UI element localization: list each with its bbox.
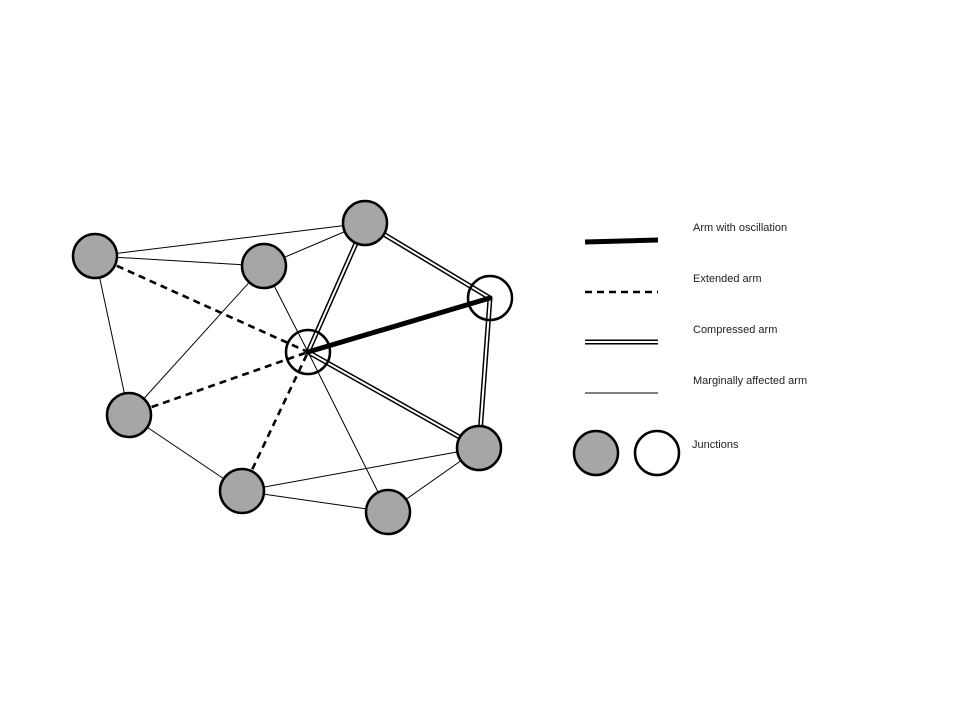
extended-arm xyxy=(94,254,309,354)
legend: Arm with oscillation Extended arm Compre… xyxy=(572,222,807,477)
junction-gray xyxy=(105,391,153,439)
junction-gray xyxy=(341,199,389,247)
junction-gray xyxy=(71,232,119,280)
junction-white xyxy=(466,274,514,322)
extended-arms xyxy=(94,254,310,492)
legend-oscillation-swatch xyxy=(584,237,659,245)
compressed-arm-gap xyxy=(307,351,480,449)
marginal-arm xyxy=(128,265,265,416)
junction-white xyxy=(284,328,332,376)
legend-marginal-label: Marginally affected arm xyxy=(693,375,807,387)
legend-junctions-label: Junctions xyxy=(692,439,739,451)
marginal-arm xyxy=(94,255,130,416)
compressed-arm-gap xyxy=(307,222,366,353)
marginal-arm xyxy=(241,447,480,492)
marginal-arm xyxy=(307,351,389,513)
compressed-arm-gap xyxy=(364,222,491,299)
extended-arm xyxy=(240,351,310,492)
oscillation-arm xyxy=(305,295,493,355)
junction-gray xyxy=(364,488,412,536)
compressed-arm-gap xyxy=(478,297,491,449)
legend-extended-label: Extended arm xyxy=(693,273,761,285)
marginal-arm xyxy=(94,255,265,267)
compressed-arms-outer xyxy=(305,220,493,451)
legend-oscillation-label: Arm with oscillation xyxy=(693,222,787,234)
junctions xyxy=(71,199,514,536)
junction-gray xyxy=(218,467,266,515)
junction-gray xyxy=(240,242,288,290)
extended-arm xyxy=(128,350,309,417)
marginal-arm xyxy=(241,490,389,513)
legend-junction-white xyxy=(633,429,681,477)
compressed-arms-inner xyxy=(307,222,491,449)
marginal-arm xyxy=(94,222,366,257)
legend-junction-gray xyxy=(572,429,620,477)
junction-gray xyxy=(455,424,503,472)
legend-compressed-label: Compressed arm xyxy=(693,324,777,336)
